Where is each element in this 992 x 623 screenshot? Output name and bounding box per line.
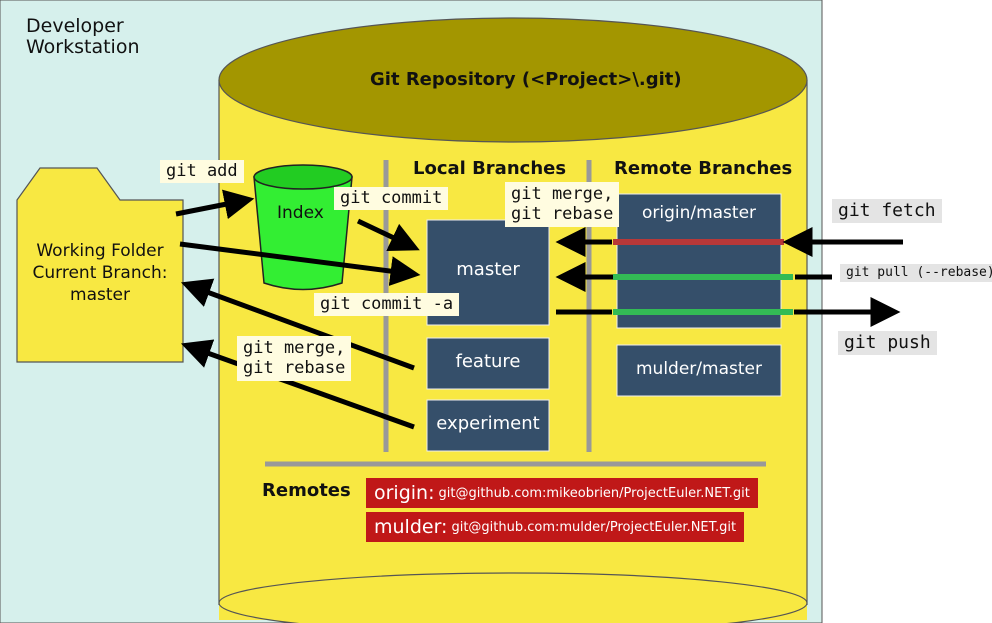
arrow-feature-to-working-folder — [180, 278, 415, 371]
remote-mulder-row: mulder: git@github.com:mulder/ProjectEul… — [366, 512, 745, 542]
remote-origin-name: origin: — [374, 482, 435, 504]
arrow-git-commit-a — [179, 241, 421, 287]
merge-rebase-wf-line1: git merge, — [243, 338, 346, 358]
working-folder-line3: master — [70, 285, 130, 306]
index-label: Index — [277, 203, 324, 223]
remote-mulder-master-box — [616, 344, 782, 397]
arrow-experiment-to-working-folder — [180, 339, 415, 430]
repository-cylinder-top — [218, 17, 808, 143]
working-folder-line1: Working Folder — [36, 241, 164, 261]
remote-branches-heading: Remote Branches — [614, 158, 793, 179]
git-push-label: git push — [838, 331, 937, 355]
merge-rebase-local-label: git merge, git rebase — [505, 182, 620, 227]
remote-origin-master-label: origin/master — [641, 203, 757, 223]
remote-mulder-url: git@github.com:mulder/ProjectEuler.NET.g… — [451, 519, 737, 535]
git-pull-label: git pull (--rebase) — [840, 264, 992, 283]
remote-origin-url: git@github.com:mikeobrien/ProjectEuler.N… — [438, 485, 750, 501]
working-folder-line2: Current Branch: — [32, 263, 168, 284]
arrow-git-add — [175, 189, 255, 220]
branch-master-label: master — [456, 259, 520, 280]
git-commit-label: git commit — [334, 187, 449, 210]
merge-rebase-working-folder-label: git merge, git rebase — [237, 336, 352, 381]
remote-origin-master-box — [616, 193, 782, 329]
git-add-label: git add — [160, 160, 244, 183]
working-folder-label: Working Folder Current Branch: master — [17, 240, 183, 306]
merge-rebase-local-line2: git rebase — [511, 204, 614, 225]
branch-experiment-box — [426, 399, 550, 452]
arrow-git-commit — [356, 218, 420, 251]
workstation-label-line2: Workstation — [26, 35, 140, 58]
local-branches-heading: Local Branches — [413, 158, 567, 179]
remotes-heading: Remotes — [262, 480, 351, 501]
remote-mulder-master-label: mulder/master — [636, 359, 762, 379]
git-commit-a-label: git commit -a — [314, 293, 460, 316]
workstation-label-line1: Developer — [26, 15, 124, 37]
merge-rebase-wf-line2: git rebase — [243, 358, 346, 379]
repository-title: Git Repository (<Project>\.git) — [370, 69, 682, 90]
workstation-label: Developer Workstation — [26, 16, 140, 58]
branch-feature-box — [426, 337, 550, 390]
branch-experiment-label: experiment — [436, 413, 540, 434]
git-fetch-label: git fetch — [832, 199, 942, 223]
remote-mulder-name: mulder: — [374, 516, 448, 538]
repository-cylinder-bottom — [218, 572, 808, 623]
working-folder-icon — [16, 167, 184, 363]
merge-rebase-local-line1: git merge, — [511, 184, 614, 204]
branch-feature-label: feature — [455, 351, 521, 372]
remote-origin-row: origin: git@github.com:mikeobrien/Projec… — [366, 478, 758, 508]
